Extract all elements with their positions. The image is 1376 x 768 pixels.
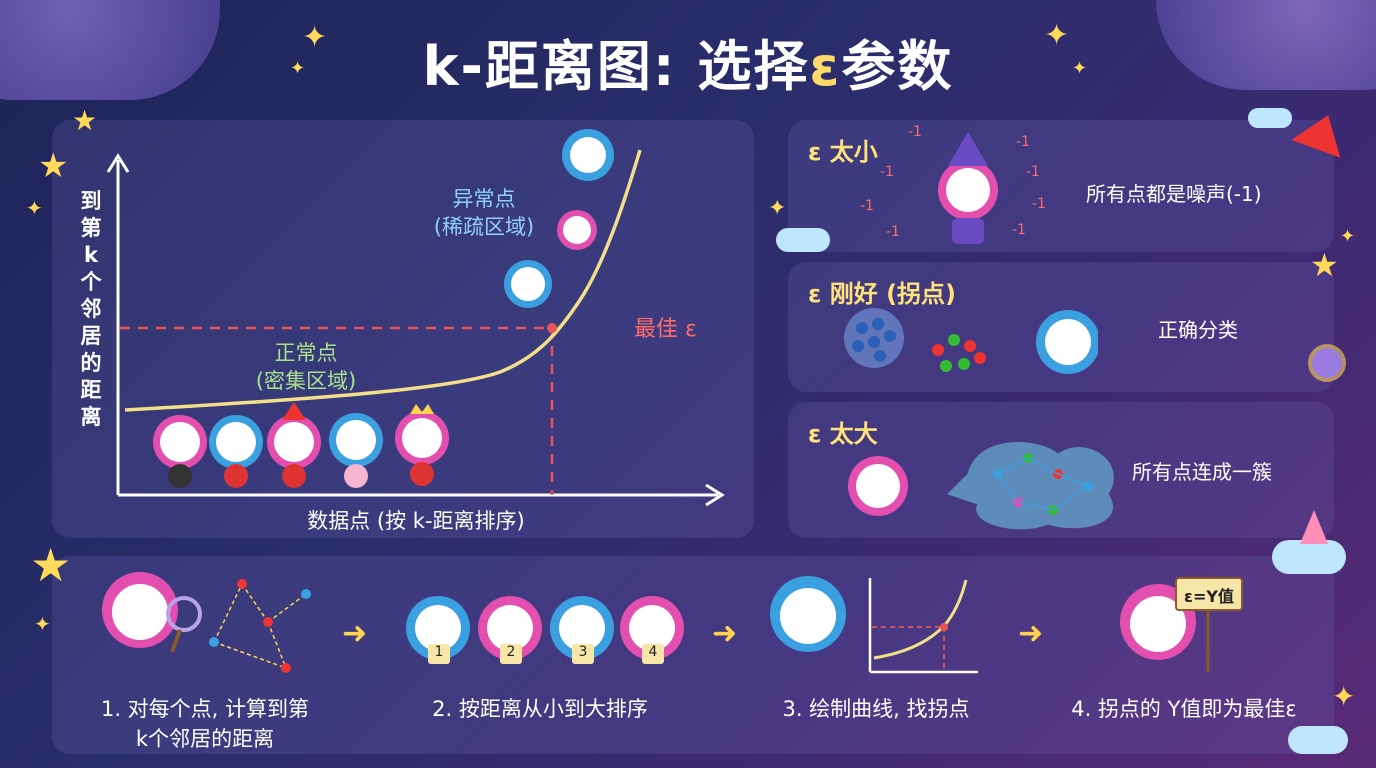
noise-label: -1 xyxy=(1016,134,1030,150)
outlier-sublabel: (稀疏区域) xyxy=(434,215,534,239)
x-axis-label: 数据点 (按 k-距离排序) xyxy=(307,509,524,533)
star-icon: ✦ xyxy=(1332,680,1356,713)
cat-mascot-icon xyxy=(557,210,597,250)
eps-just-right-desc: 正确分类 xyxy=(1158,318,1238,342)
noise-label: -1 xyxy=(860,198,874,214)
neighbor-graph xyxy=(209,579,311,673)
arrow-right-icon: ➜ xyxy=(342,616,368,651)
rank-card: 3 xyxy=(572,644,594,664)
rank-card: 4 xyxy=(642,644,664,664)
x-axis-arrow xyxy=(705,483,725,507)
star-icon: ✦ xyxy=(34,612,51,636)
eps-too-big-desc: 所有点连成一簇 xyxy=(1132,460,1272,484)
star-icon: ✦ xyxy=(26,196,43,220)
magnifier-icon xyxy=(166,596,202,653)
step-3-label: 3. 绘制曲线, 找拐点 xyxy=(756,694,996,724)
cloud-icon xyxy=(1272,540,1346,574)
eps-too-big-panel: ε 太大 所有点连成一簇 xyxy=(788,402,1334,538)
cat-mascot-icon xyxy=(102,572,178,648)
arrow-right-icon: ➜ xyxy=(1018,616,1044,651)
eps-too-small-desc: 所有点都是噪声(-1) xyxy=(1086,182,1262,206)
star-icon: ✦ xyxy=(1340,226,1356,247)
normal-sublabel: (密集区域) xyxy=(256,369,356,393)
y-axis-arrow xyxy=(106,153,130,173)
step-4-line-1: 4. 拐点的 Y值即为最佳ε xyxy=(1071,697,1297,721)
star-icon: ★ xyxy=(38,146,69,186)
star-icon: ✦ xyxy=(1072,58,1088,79)
star-icon: ★ xyxy=(72,104,98,137)
cat-mascot-icon xyxy=(395,404,449,486)
eps-too-big-title: ε 太大 xyxy=(808,420,878,448)
single-cluster-illustration xyxy=(848,442,1114,530)
eps-just-right-title: ε 刚好 (拐点) xyxy=(808,280,957,308)
star-icon: ✦ xyxy=(768,196,787,221)
step-4-label: 4. 拐点的 Y值即为最佳ε xyxy=(1044,694,1324,724)
star-icon: ★ xyxy=(1310,246,1339,284)
outlier-label: 异常点 xyxy=(453,187,516,211)
rank-card: 2 xyxy=(500,644,522,664)
y-axis-label: 到第k个邻居的距离 xyxy=(80,189,102,429)
step-1-label: 1. 对每个点, 计算到第 k个邻居的距离 xyxy=(70,694,340,754)
cat-mascot-icon xyxy=(504,260,552,308)
noise-label: -1 xyxy=(880,164,894,180)
k-distance-curve xyxy=(124,149,642,412)
normal-label: 正常点 xyxy=(275,341,338,365)
step-2-line-1: 2. 按距离从小到大排序 xyxy=(432,697,648,721)
eps-sign-text: ε=Y值 xyxy=(1184,587,1234,606)
title-main: k-距离图: 选择 xyxy=(422,35,810,98)
step-3-line-1: 3. 绘制曲线, 找拐点 xyxy=(782,697,970,721)
cat-mascot-icon xyxy=(550,596,614,660)
cat-mascot-icon xyxy=(770,576,846,652)
cat-mascot-icon xyxy=(153,415,207,488)
steps-panel xyxy=(52,556,1334,754)
title-eps: ε xyxy=(809,35,842,98)
rank-card: 1 xyxy=(428,644,450,664)
planet-icon xyxy=(1312,348,1342,378)
mini-k-distance-chart xyxy=(868,578,978,674)
cloud-icon xyxy=(1248,108,1292,128)
page-title: k-距离图: 选择ε参数 xyxy=(0,22,1376,101)
arrow-right-icon: ➜ xyxy=(712,616,738,651)
party-hat-icon xyxy=(1300,510,1328,544)
noise-label: -1 xyxy=(1032,196,1046,212)
eps-just-right-panel: ε 刚好 (拐点) 正确分类 xyxy=(788,262,1334,392)
star-icon: ✦ xyxy=(302,20,328,55)
cat-mascot-icon xyxy=(562,129,614,181)
cat-mascot-icon xyxy=(209,415,263,488)
best-eps-label: 最佳 ε xyxy=(634,317,697,342)
cloud-icon xyxy=(1288,726,1348,754)
eps-too-small-panel: ε 太小 所有点都是噪声(-1) xyxy=(788,120,1334,252)
eps-too-small-title: ε 太小 xyxy=(808,138,878,166)
correct-clusters-illustration xyxy=(844,308,1098,374)
title-tail: 参数 xyxy=(841,35,954,98)
cat-mascot-icon xyxy=(329,413,383,488)
cat-mascot-icon xyxy=(267,402,321,488)
star-icon: ✦ xyxy=(1044,18,1070,53)
star-icon: ✦ xyxy=(290,58,306,79)
cat-mascot-icon xyxy=(406,596,470,660)
cat-mascot-icon xyxy=(620,596,684,660)
noise-label: -1 xyxy=(1026,164,1040,180)
step-2-label: 2. 按距离从小到大排序 xyxy=(400,694,680,724)
knee-point xyxy=(547,323,557,333)
cat-mascot-icon xyxy=(478,596,542,660)
noise-illustration xyxy=(938,132,998,244)
cloud-icon xyxy=(776,228,830,252)
noise-label: -1 xyxy=(1012,222,1026,238)
step-1-line-2: k个邻居的距离 xyxy=(135,727,275,751)
noise-label: -1 xyxy=(908,124,922,140)
step-1-line-1: 1. 对每个点, 计算到第 xyxy=(100,697,310,721)
k-distance-chart-panel xyxy=(52,120,754,538)
noise-label: -1 xyxy=(886,224,900,240)
star-icon: ★ xyxy=(30,538,72,592)
